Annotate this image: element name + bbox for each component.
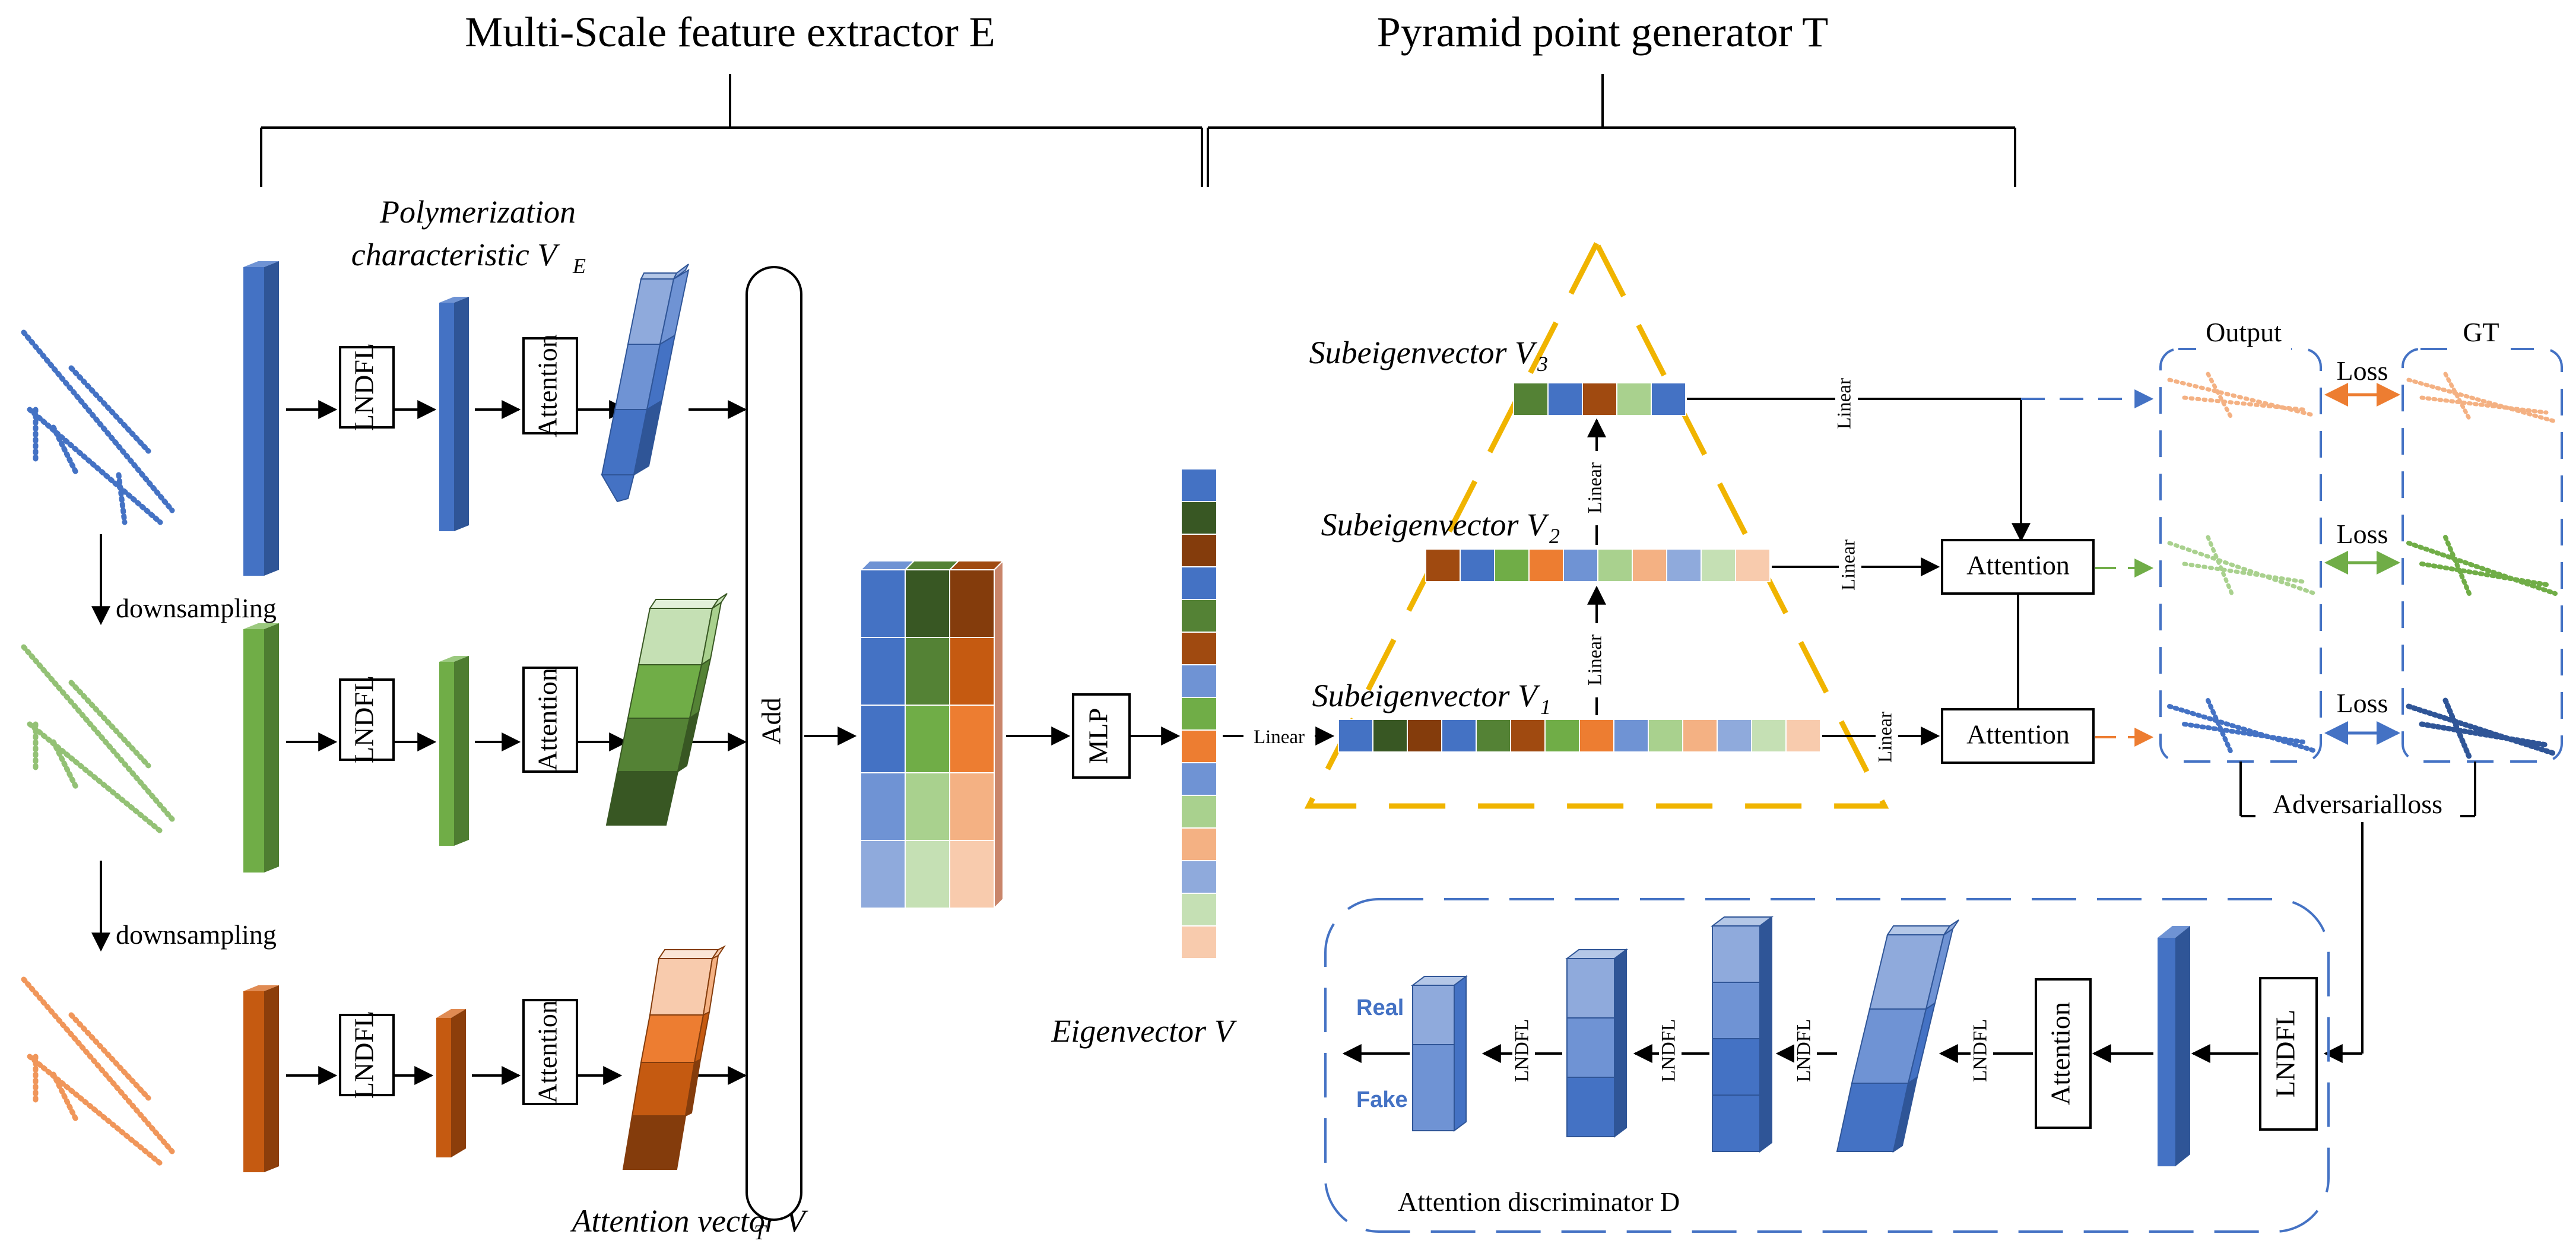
disc-tilted-stack — [1836, 919, 1959, 1153]
svg-text:Add: Add — [756, 697, 786, 744]
add-box: Add — [745, 266, 802, 1221]
real-label: Real — [1356, 995, 1404, 1020]
gt-cloud-orange-icon — [2406, 372, 2558, 424]
airplane-blue-icon — [21, 329, 175, 525]
attention-stack-row1 — [601, 264, 690, 503]
discriminator-frame — [1324, 898, 2330, 1233]
loss-label-1: Loss — [2337, 356, 2388, 386]
subeigenvector-2 — [1425, 548, 1771, 582]
subeigenvector-3 — [1513, 382, 1686, 416]
output-cloud-green-icon — [2167, 535, 2317, 596]
disc-stack-tall — [1711, 916, 1774, 1153]
lndfl-box-row3: LNDFL — [339, 1011, 395, 1099]
feature-bar-orange-small — [436, 1009, 466, 1157]
disc-lndfl-3: LNDFL — [1658, 1019, 1680, 1082]
svg-text:Attention: Attention — [2045, 1002, 2076, 1105]
polymerization-label-2: characteristic V — [351, 237, 560, 272]
output-cloud-blue-icon — [2167, 698, 2317, 756]
disc-lndfl-1: LNDFL — [1970, 1019, 1991, 1082]
gt-cloud-blue-icon — [2406, 697, 2558, 760]
polymerization-sub: E — [572, 254, 586, 278]
polymerization-label-1: Polymerization — [379, 194, 576, 230]
feature-bar-blue-large — [243, 261, 279, 576]
linear-label-eigen: Linear — [1254, 726, 1305, 748]
attention-vector-sub: T — [754, 1220, 767, 1244]
feature-cube-map — [859, 559, 1005, 910]
mlp-box: MLP — [1072, 693, 1131, 779]
feature-bar-green-large — [243, 623, 279, 873]
sub1-index: 1 — [1540, 695, 1551, 719]
airplane-orange-icon — [21, 976, 175, 1166]
eigenvector-column — [1181, 468, 1217, 959]
extractor-bracket — [260, 74, 1203, 187]
disc-lndfl-4: LNDFL — [1512, 1019, 1533, 1082]
svg-text:Attention: Attention — [532, 334, 563, 437]
svg-text:Attention: Attention — [532, 668, 563, 771]
generator-bracket — [1207, 74, 2016, 187]
linear-label-v1: Linear — [1875, 712, 1896, 763]
attention-box-upper: Attention — [1941, 539, 2095, 595]
sub2-index: 2 — [1549, 524, 1560, 548]
sub1-label: Subeigenvector V — [1312, 678, 1541, 713]
pyramid-triangle — [1304, 237, 1889, 809]
sub3-label: Subeigenvector V — [1309, 335, 1538, 370]
svg-text:LNDFL: LNDFL — [2270, 1010, 2301, 1097]
adversarial-label: Adversarialloss — [2273, 789, 2442, 819]
feature-bar-blue-small — [439, 297, 469, 531]
disc-attention-box: Attention — [2035, 978, 2092, 1129]
sub3-index: 3 — [1537, 352, 1548, 376]
feature-bar-green-small — [439, 656, 469, 846]
loss-label-2: Loss — [2337, 519, 2388, 549]
sub2-label: Subeigenvector V — [1321, 507, 1550, 542]
eigenvector-label: Eigenvector V — [1051, 1013, 1237, 1049]
attention-stack-row2 — [605, 593, 728, 826]
svg-text:LNDFL: LNDFL — [349, 675, 379, 763]
attention-box-row2: Attention — [522, 667, 578, 773]
disc-lndfl-2: LNDFL — [1794, 1019, 1815, 1082]
airplane-green-icon — [21, 644, 175, 834]
lndfl-box-row1: LNDFL — [339, 343, 395, 431]
disc-stack-short — [1411, 975, 1468, 1132]
linear-label-v2: Linear — [1838, 540, 1860, 591]
svg-text:Attention: Attention — [1966, 550, 2070, 580]
disc-lndfl-box: LNDFL — [2259, 977, 2318, 1131]
downsampling-label-1: downsampling — [116, 593, 277, 623]
linear-label-v3: Linear — [1834, 378, 1855, 429]
linear-label-v1v2: Linear — [1585, 634, 1606, 686]
svg-text:MLP: MLP — [1083, 708, 1113, 764]
downsampling-label-2: downsampling — [116, 919, 277, 950]
attention-box-lower: Attention — [1941, 708, 2095, 764]
discriminator-label: Attention discriminator D — [1398, 1186, 1680, 1217]
fake-label: Fake — [1356, 1087, 1408, 1112]
disc-stack-mid — [1565, 948, 1628, 1138]
lndfl-box-row2: LNDFL — [339, 675, 395, 763]
svg-text:LNDFL: LNDFL — [349, 343, 379, 431]
linear-label-v2v3: Linear — [1585, 462, 1606, 513]
generator-title: Pyramid point generator T — [1377, 8, 1829, 56]
attention-stack-row3 — [622, 945, 726, 1170]
svg-text:Attention: Attention — [532, 1000, 563, 1103]
subeigenvector-1 — [1338, 719, 1821, 753]
attention-box-row1: Attention — [522, 334, 578, 437]
gt-label: GT — [2463, 317, 2499, 347]
svg-text:Attention: Attention — [1966, 719, 2070, 750]
feature-bar-orange-large — [243, 985, 279, 1172]
svg-text:LNDFL: LNDFL — [349, 1011, 379, 1099]
output-cloud-orange-icon — [2167, 372, 2317, 421]
gt-cloud-green-icon — [2406, 535, 2558, 596]
extractor-title: Multi-Scale feature extractor E — [465, 8, 995, 56]
loss-label-3: Loss — [2337, 688, 2388, 718]
disc-feature-bar — [2158, 926, 2190, 1166]
output-label: Output — [2206, 317, 2282, 347]
attention-box-row3: Attention — [522, 999, 578, 1105]
